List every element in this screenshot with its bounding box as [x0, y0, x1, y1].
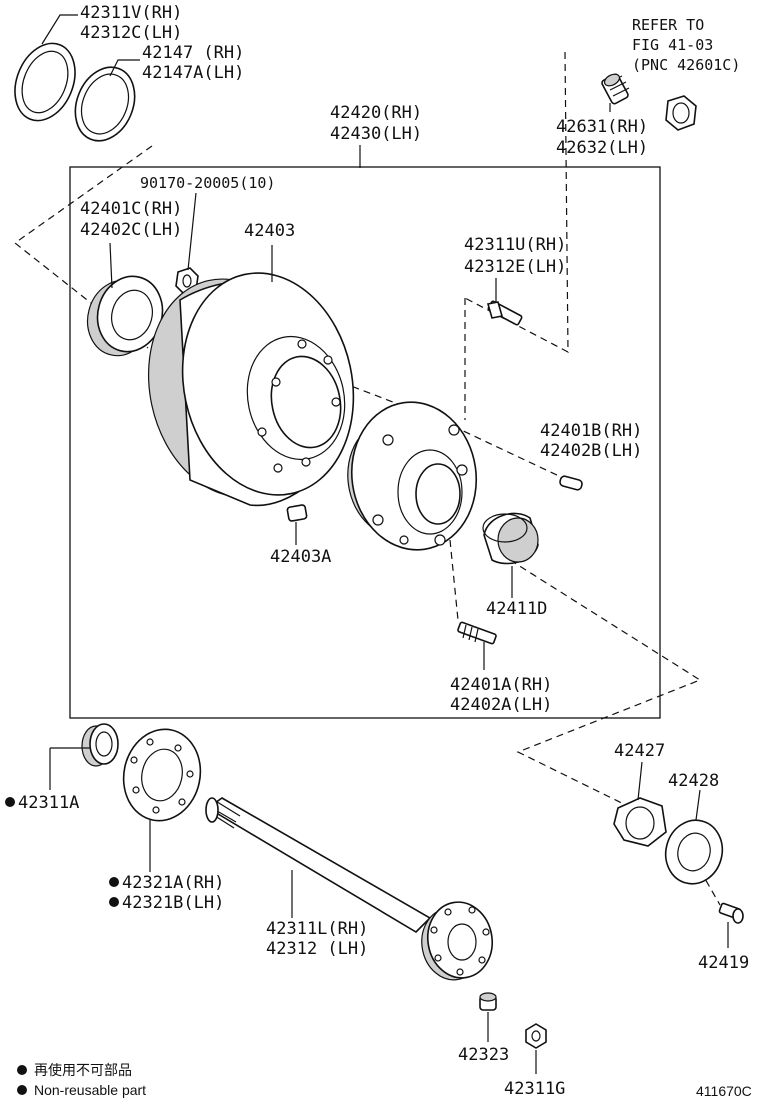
label-42403: 42403 [244, 221, 295, 241]
hub-assembly-box [69, 166, 661, 719]
label-refer-1: REFER TO [632, 16, 704, 34]
brake-drum-42403[interactable] [129, 257, 374, 513]
leader-lines [41, 14, 729, 1074]
label-42311U: 42311U(RH) [464, 235, 566, 255]
label-42411D: 42411D [486, 599, 547, 619]
label-refer-2: FIG 41-03 [632, 36, 713, 54]
bearing-42401C[interactable] [79, 269, 170, 363]
bearing-42411D[interactable] [482, 512, 539, 565]
label-42401B: 42401B(RH) [540, 421, 642, 441]
label-42402A: 42402A(LH) [450, 695, 552, 715]
hub-bolt-42311U[interactable] [486, 300, 523, 326]
label-42312C: 42312C(LH) [80, 23, 182, 43]
nut-42427[interactable] [613, 797, 667, 847]
legend-en: Non-reusable part [34, 1082, 146, 1098]
washer-42323[interactable] [479, 992, 497, 1011]
label-42401A: 42401A(RH) [450, 675, 552, 695]
label-42147A: 42147A(LH) [142, 63, 244, 83]
screw-42419[interactable] [718, 902, 744, 924]
label-42147: 42147 (RH) [142, 43, 244, 63]
non-reusable-dot-42311A [5, 797, 15, 807]
label-42311L: 42311L(RH) [266, 919, 368, 939]
axle-shaft-42311L[interactable] [205, 797, 498, 985]
nut-42311G[interactable] [525, 1023, 547, 1049]
label-42323: 42323 [458, 1045, 509, 1065]
label-42311G: 42311G [504, 1079, 565, 1099]
key-42403A[interactable] [286, 504, 308, 522]
stud-42401A[interactable] [457, 621, 497, 645]
non-reusable-dot-42321A [109, 877, 119, 887]
label-42403A: 42403A [270, 547, 331, 567]
label-42420: 42420(RH) [330, 103, 422, 123]
legend-dot-en [17, 1085, 27, 1095]
label-90170: 90170-20005(10) [140, 174, 275, 192]
label-42430: 42430(LH) [330, 124, 422, 144]
oil-seal-42311A[interactable] [81, 723, 119, 767]
label-42311A: 42311A [18, 793, 79, 813]
label-42311V: 42311V(RH) [80, 3, 182, 23]
label-42402C: 42402C(LH) [80, 220, 182, 240]
label-42428: 42428 [668, 771, 719, 791]
label-42632: 42632(LH) [556, 138, 648, 158]
gasket-42321A[interactable] [115, 722, 208, 828]
lock-washer-42428[interactable] [659, 814, 730, 890]
label-42312: 42312 (LH) [266, 939, 368, 959]
part-labels: 42311V(RH) 42312C(LH) 42147 (RH) 42147A(… [5, 3, 749, 1099]
figure-id: 411670C [696, 1083, 752, 1099]
label-refer-3: (PNC 42601C) [632, 56, 740, 74]
label-42427: 42427 [614, 741, 665, 761]
stud-bolt-42631[interactable] [601, 72, 630, 105]
label-42401C: 42401C(RH) [80, 199, 182, 219]
legend-dot-jp [17, 1065, 27, 1075]
label-42402B: 42402B(LH) [540, 441, 642, 461]
seal-42147[interactable] [65, 58, 145, 149]
label-42312E: 42312E(LH) [464, 257, 566, 277]
legend: 再使用不可部品 Non-reusable part [17, 1062, 146, 1098]
nut-42601C[interactable] [665, 95, 697, 131]
pin-42401B[interactable] [559, 475, 583, 491]
label-42321A: 42321A(RH) [122, 873, 224, 893]
label-42631: 42631(RH) [556, 117, 648, 137]
legend-jp: 再使用不可部品 [34, 1062, 132, 1078]
axle-hub[interactable] [340, 394, 486, 558]
oil-seal-42311V[interactable] [4, 34, 86, 129]
non-reusable-dot-42321B [109, 897, 119, 907]
label-42419: 42419 [698, 953, 749, 973]
label-42321B: 42321B(LH) [122, 893, 224, 913]
